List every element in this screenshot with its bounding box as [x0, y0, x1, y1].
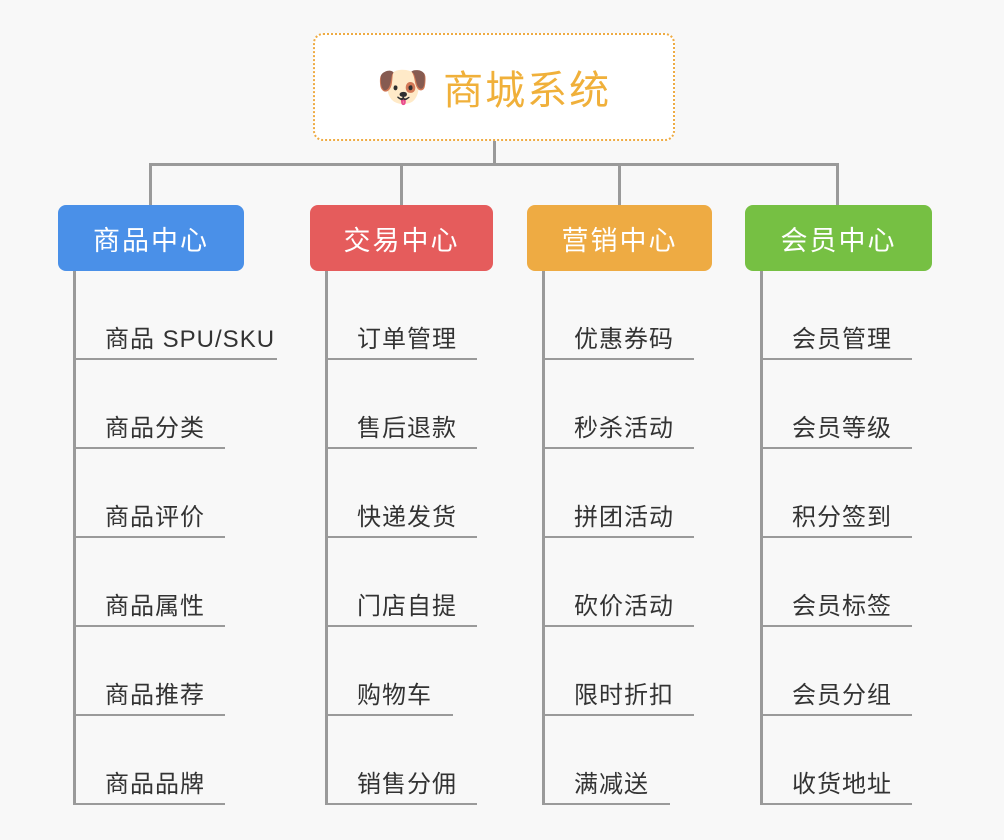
leaf-item-label: 商品 SPU/SKU [105, 326, 276, 353]
leaf-item[interactable]: 优惠券码 [542, 271, 712, 360]
category-header-label: 营销中心 [561, 225, 678, 256]
category-column-product-center: 商品中心 商品 SPU/SKU 商品分类 商品评价 商品属性 商品推荐 [58, 205, 277, 805]
leaf-item-label: 商品属性 [105, 593, 205, 620]
leaf-item-label: 商品推荐 [105, 682, 205, 709]
leaf-underline [73, 625, 225, 627]
leaf-item-label: 销售分佣 [357, 771, 457, 798]
leaf-item-label: 会员等级 [792, 415, 892, 442]
leaf-underline [73, 714, 225, 716]
leaf-item-label: 拼团活动 [574, 504, 674, 531]
leaf-underline [760, 714, 912, 716]
leaf-underline [73, 358, 277, 360]
leaf-item[interactable]: 售后退款 [325, 360, 493, 449]
connector-horizontal-bus [149, 163, 839, 166]
connector-drop-trade-center [400, 163, 403, 207]
leaf-item-label: 会员标签 [792, 593, 892, 620]
leaf-item[interactable]: 销售分佣 [325, 716, 493, 805]
leaf-item[interactable]: 购物车 [325, 627, 493, 716]
leaf-item[interactable]: 订单管理 [325, 271, 493, 360]
leaf-item-label: 商品评价 [105, 504, 205, 531]
category-header-member-center[interactable]: 会员中心 [745, 205, 932, 271]
leaf-item[interactable]: 门店自提 [325, 538, 493, 627]
leaf-item[interactable]: 商品推荐 [73, 627, 275, 716]
leaf-underline [325, 803, 477, 805]
leaf-item[interactable]: 积分签到 [760, 449, 932, 538]
leaf-item-label: 满减送 [574, 771, 649, 798]
leaf-item[interactable]: 会员管理 [760, 271, 932, 360]
leaf-item[interactable]: 收货地址 [760, 716, 932, 805]
category-column-trade-center: 交易中心 订单管理 售后退款 快递发货 门店自提 购物车 [310, 205, 493, 805]
leaf-underline [760, 447, 912, 449]
category-header-label: 会员中心 [780, 225, 897, 256]
connector-drop-product-center [149, 163, 152, 207]
leaf-item-label: 购物车 [357, 682, 432, 709]
leaf-underline [542, 536, 694, 538]
leaf-underline [325, 625, 477, 627]
category-header-marketing-center[interactable]: 营销中心 [527, 205, 712, 271]
leaf-item[interactable]: 快递发货 [325, 449, 493, 538]
leaf-underline [542, 447, 694, 449]
leaf-item-label: 商品品牌 [105, 771, 205, 798]
leaf-item-label: 积分签到 [792, 504, 892, 531]
leaf-underline [325, 714, 453, 716]
leaf-underline [73, 803, 225, 805]
leaf-item[interactable]: 满减送 [542, 716, 712, 805]
leaf-underline [542, 358, 694, 360]
leaf-underline [760, 358, 912, 360]
leaf-list-marketing-center: 优惠券码 秒杀活动 拼团活动 砍价活动 限时折扣 满减送 [542, 271, 712, 805]
leaf-item[interactable]: 商品属性 [73, 538, 275, 627]
leaf-item[interactable]: 会员分组 [760, 627, 932, 716]
leaf-list-member-center: 会员管理 会员等级 积分签到 会员标签 会员分组 收货地址 [760, 271, 932, 805]
leaf-item[interactable]: 限时折扣 [542, 627, 712, 716]
leaf-item-label: 商品分类 [105, 415, 205, 442]
leaf-item-label: 会员分组 [792, 682, 892, 709]
leaf-underline [325, 358, 477, 360]
category-column-marketing-center: 营销中心 优惠券码 秒杀活动 拼团活动 砍价活动 限时折扣 [527, 205, 712, 805]
leaf-item[interactable]: 商品评价 [73, 449, 275, 538]
leaf-item[interactable]: 会员标签 [760, 538, 932, 627]
leaf-underline [542, 714, 694, 716]
leaf-item-label: 售后退款 [357, 415, 457, 442]
category-column-member-center: 会员中心 会员管理 会员等级 积分签到 会员标签 会员分组 [745, 205, 932, 805]
category-header-label: 交易中心 [343, 225, 460, 256]
root-node[interactable]: 🐶 商城系统 [313, 33, 675, 141]
leaf-underline [325, 447, 477, 449]
leaf-item-label: 门店自提 [357, 593, 457, 620]
leaf-item-label: 砍价活动 [574, 593, 674, 620]
leaf-item[interactable]: 商品 SPU/SKU [73, 271, 277, 360]
leaf-underline [542, 803, 670, 805]
leaf-underline [760, 536, 912, 538]
category-header-label: 商品中心 [93, 225, 209, 256]
connector-drop-member-center [836, 163, 839, 207]
leaf-underline [73, 536, 225, 538]
leaf-item-label: 秒杀活动 [574, 415, 674, 442]
root-title: 商城系统 [443, 69, 612, 113]
category-header-trade-center[interactable]: 交易中心 [310, 205, 493, 271]
leaf-item[interactable]: 商品分类 [73, 360, 275, 449]
leaf-item-label: 快递发货 [357, 504, 457, 531]
leaf-underline [760, 803, 912, 805]
category-header-product-center[interactable]: 商品中心 [58, 205, 244, 271]
leaf-item-label: 优惠券码 [574, 326, 674, 353]
leaf-item-label: 收货地址 [792, 771, 892, 798]
leaf-item[interactable]: 砍价活动 [542, 538, 712, 627]
leaf-item[interactable]: 秒杀活动 [542, 360, 712, 449]
leaf-underline [325, 536, 477, 538]
leaf-item-label: 会员管理 [792, 326, 892, 353]
leaf-item[interactable]: 拼团活动 [542, 449, 712, 538]
leaf-list-trade-center: 订单管理 售后退款 快递发货 门店自提 购物车 销售分佣 [325, 271, 493, 805]
connector-root-stem [493, 141, 496, 165]
leaf-list-product-center: 商品 SPU/SKU 商品分类 商品评价 商品属性 商品推荐 商品品牌 [73, 271, 277, 805]
leaf-underline [73, 447, 225, 449]
leaf-item[interactable]: 商品品牌 [73, 716, 275, 805]
connector-drop-marketing-center [618, 163, 621, 207]
leaf-item-label: 限时折扣 [574, 682, 674, 709]
leaf-item[interactable]: 会员等级 [760, 360, 932, 449]
leaf-item-label: 订单管理 [357, 326, 457, 353]
dog-face-icon: 🐶 [376, 63, 430, 110]
leaf-underline [760, 625, 912, 627]
leaf-underline [542, 625, 694, 627]
